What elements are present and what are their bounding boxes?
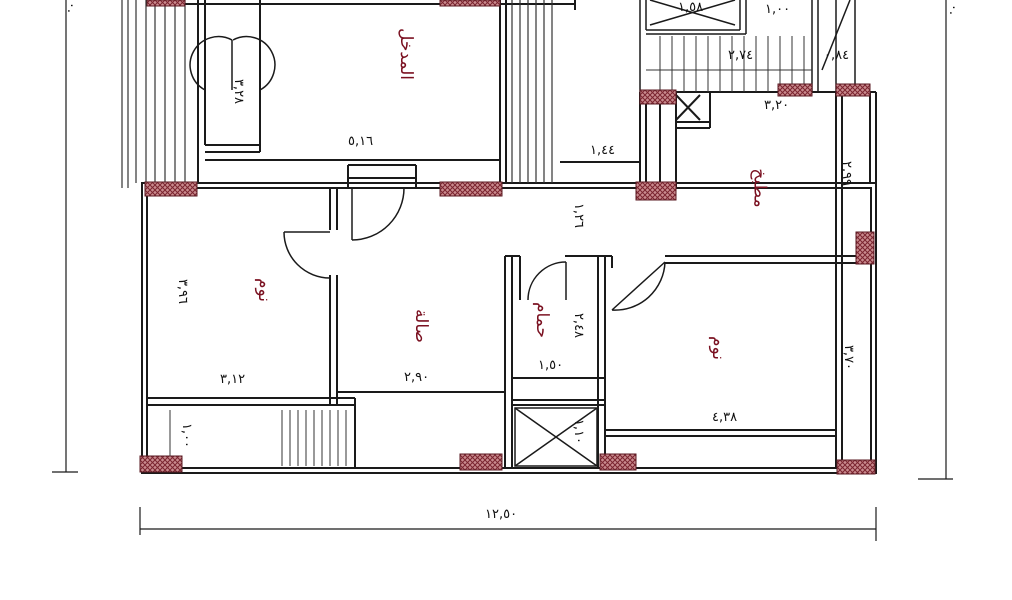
- dim-left-overall: ٠.: [64, 1, 80, 14]
- room-label-entrance: المدخل: [396, 27, 417, 81]
- corridor-walls: [560, 91, 876, 188]
- dim-corridor: ١,٤٤: [590, 143, 616, 158]
- interior-walls: [147, 164, 870, 468]
- room-label-bedroom-right: نوم: [708, 335, 729, 361]
- dim-living-width: ٥,١٦: [348, 134, 374, 149]
- shaft: [514, 407, 598, 467]
- dim-bedroom-left-depth: ٣,٩٦: [175, 278, 191, 305]
- dim-bedroom-left-width: ٣,١٢: [220, 372, 246, 387]
- dim-stair-a: ٢,٧٤: [728, 48, 754, 63]
- dim-stair-d: ١,٥٨: [678, 0, 704, 15]
- dim-right-overall: ٠.: [946, 3, 962, 16]
- dim-balcony-door: ٣,٢٨: [231, 78, 247, 105]
- dim-store-depth: ١,٠٠: [179, 422, 195, 449]
- dim-bedroom-right-width: ٤,٣٨: [712, 410, 738, 425]
- dim-bath-width: ١,٥٠: [538, 358, 564, 373]
- outer-walls: [141, 182, 877, 474]
- room-label-bathroom: حمام: [532, 301, 553, 339]
- room-label-bedroom-left: نوم: [254, 277, 275, 303]
- stair-treads: [646, 36, 812, 92]
- dim-stair-c: ١,٠٠: [765, 2, 791, 17]
- room-label-kitchen: مطبخ: [749, 168, 770, 208]
- dim-bath-depth: ٢,٤٨: [571, 312, 587, 339]
- dim-stair-b: ٠,٨٤: [824, 48, 850, 63]
- dim-hall-passage: ١,٢٦: [571, 202, 587, 229]
- room-label-hall: صالة: [410, 309, 431, 343]
- dim-kitchen-depth: ٢,٩٩: [839, 160, 855, 187]
- balcony-railing: [121, 0, 186, 188]
- stairwell: [639, 0, 856, 92]
- stair-railing-mid: [511, 0, 553, 183]
- dim-total-width: ١٢,٥٠: [485, 507, 518, 522]
- dim-kitchen-width: ٣,٢٠: [764, 98, 790, 113]
- dim-shaft-depth: ١,١٠: [571, 418, 587, 445]
- columns: [139, 0, 876, 475]
- right-wall: [835, 92, 877, 468]
- dimension-lines: [52, 0, 953, 541]
- dim-hall-width: ٢,٩٠: [404, 370, 430, 385]
- balcony-double-door: [189, 35, 276, 91]
- dim-bedroom-right-depth: ٣,٧٠: [841, 344, 857, 371]
- living-room-walls: [150, 0, 576, 183]
- door-swings: [283, 187, 666, 311]
- lower-stair: [169, 410, 347, 466]
